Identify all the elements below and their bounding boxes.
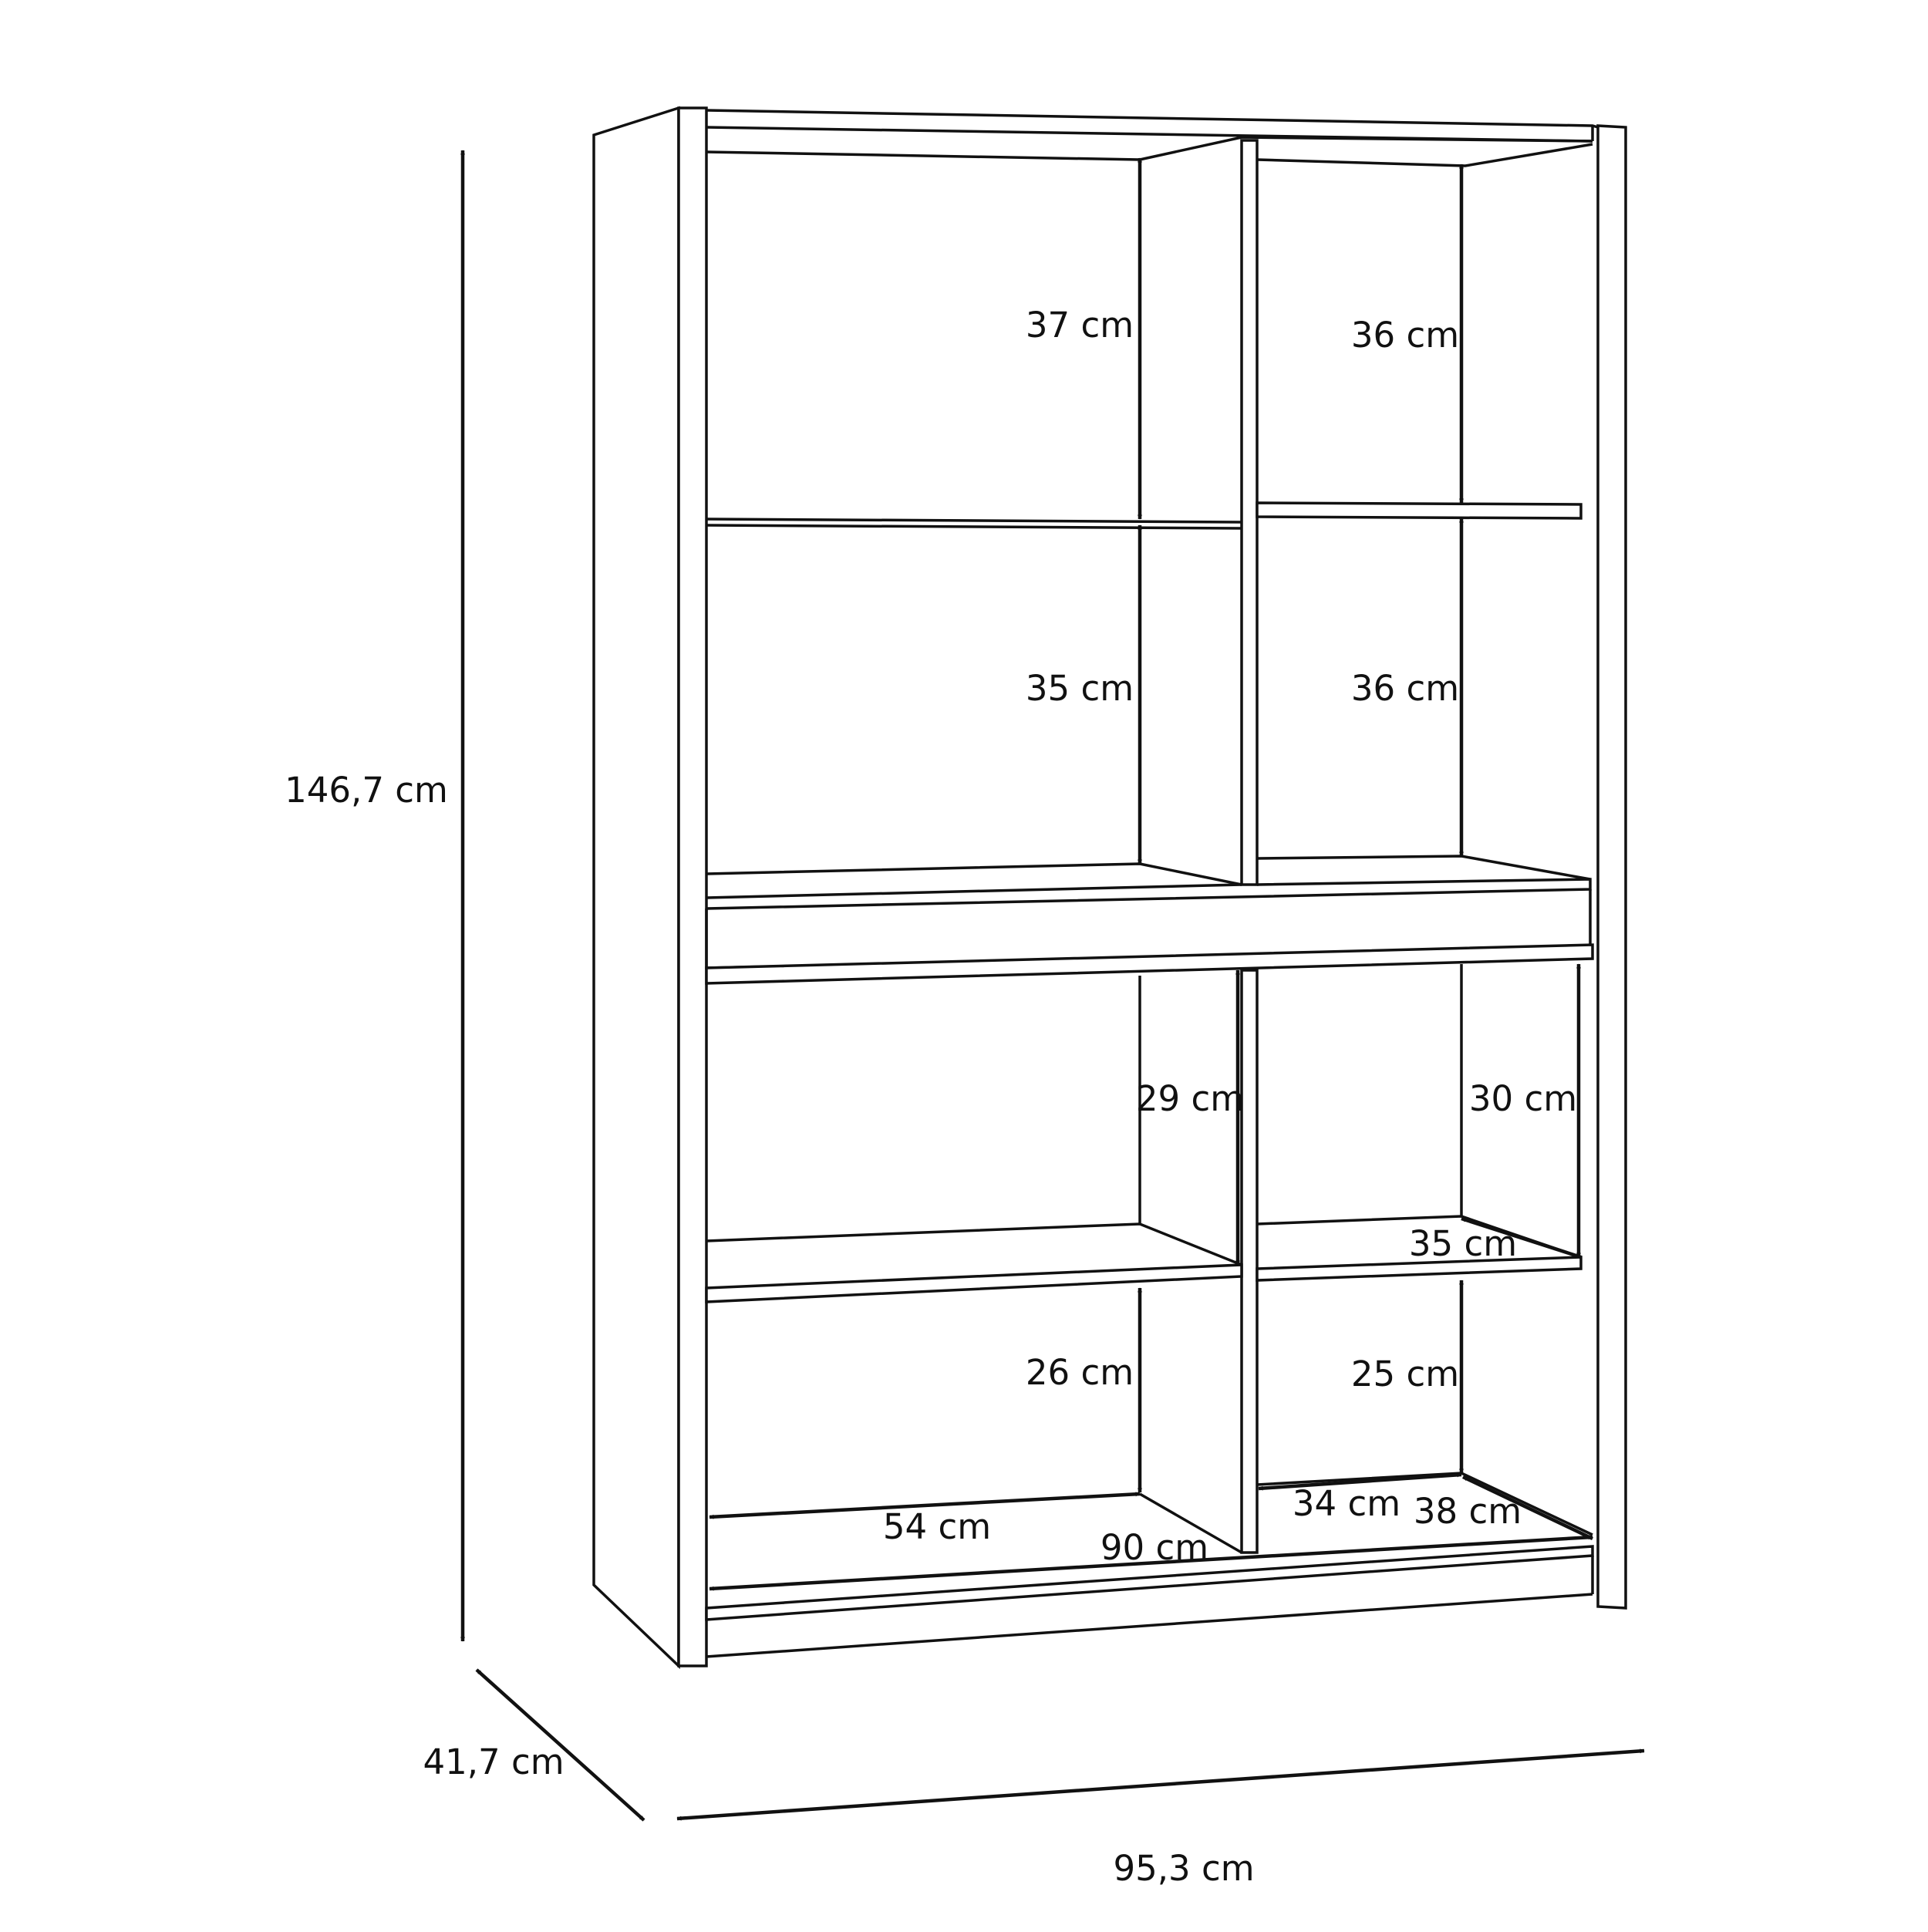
height-label: 146,7 cm — [285, 770, 448, 811]
left-front-post — [677, 106, 708, 1667]
mid-left-label: 35 cm — [1026, 668, 1134, 709]
bottom-left-label: 26 cm — [1026, 1352, 1134, 1393]
mid-right-label: 36 cm — [1351, 668, 1459, 709]
bottom-right-depth-arrow — [1462, 1475, 1593, 1541]
center-divider-upper — [1240, 139, 1259, 886]
left-upper-shelf — [706, 518, 1242, 524]
bottom-right-depth-label: 38 cm — [1414, 1491, 1522, 1532]
right-upper-shelf — [1256, 501, 1583, 520]
width-label: 95,3 cm — [1113, 1848, 1254, 1889]
depth-label: 41,7 cm — [423, 1741, 564, 1782]
left-lower-shelf — [706, 1222, 1242, 1266]
right-front-post — [1596, 124, 1627, 1610]
inner-width-label: 90 cm — [1101, 1527, 1208, 1568]
lower-right-depth-label: 35 cm — [1409, 1223, 1517, 1264]
center-divider-lower — [1240, 969, 1259, 1554]
dimension-arrows — [460, 150, 1645, 1822]
left-side-panel — [592, 106, 680, 1670]
lower-right-label: 30 cm — [1469, 1078, 1577, 1119]
top-left-label: 37 cm — [1026, 305, 1134, 346]
dimension-labels: 146,7 cm 41,7 cm 95,3 cm 37 cm 36 cm 35 … — [285, 305, 1577, 1889]
bottom-left-width-label: 54 cm — [883, 1506, 991, 1547]
depth-arrow — [475, 1668, 645, 1822]
top-board-front — [706, 109, 1599, 129]
bottom-right-width-label: 34 cm — [1293, 1483, 1400, 1524]
bottom-right-label: 25 cm — [1351, 1354, 1459, 1394]
right-lower-shelf — [1256, 1256, 1583, 1282]
bottom-right-width-arrow — [1258, 1472, 1462, 1491]
lower-right-depth-arrow — [1461, 1216, 1582, 1259]
top-right-label: 36 cm — [1351, 315, 1459, 356]
bottom-left-width-arrow — [709, 1492, 1141, 1519]
lower-left-label: 29 cm — [1136, 1078, 1244, 1119]
inner-width-arrow — [709, 1535, 1593, 1591]
width-arrow — [676, 1748, 1645, 1821]
